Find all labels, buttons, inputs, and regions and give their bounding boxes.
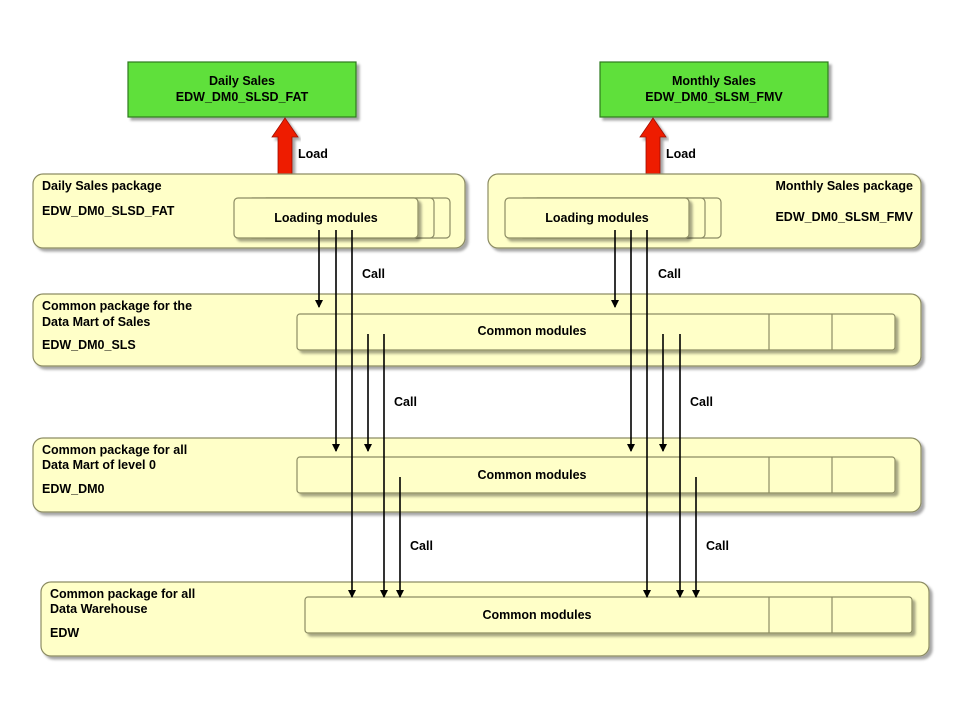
dm0-common-package: Common package for all Data Mart of leve… [32,437,922,513]
daily-package-title: Daily Sales package [42,179,162,193]
edw-common-modules: Common modules [482,608,591,622]
edw-package-code: EDW [50,626,79,640]
sales-package-code: EDW_DM0_SLS [42,338,136,352]
daily-target-name: Daily Sales [209,74,275,88]
edw-common-package: Common package for all Data Warehouse ED… [40,581,930,657]
daily-package-code: EDW_DM0_SLSD_FAT [42,204,175,218]
daily-sales-package: Daily Sales package EDW_DM0_SLSD_FAT Loa… [32,173,466,249]
daily-target-code: EDW_DM0_SLSD_FAT [176,90,309,104]
call-label: Call [362,267,385,281]
call-label: Call [690,395,713,409]
dm0-package-title-line2: Data Mart of level 0 [42,458,156,472]
dm0-package-title-line1: Common package for all [42,443,187,457]
monthly-package-title: Monthly Sales package [775,179,913,193]
monthly-sales-package: Monthly Sales package EDW_DM0_SLSM_FMV L… [487,173,922,249]
daily-loading-modules: Loading modules [274,211,378,225]
monthly-sales-target: Monthly Sales EDW_DM0_SLSM_FMV [599,61,829,118]
edw-package-title-line2: Data Warehouse [50,602,148,616]
sales-common-package: Common package for the Data Mart of Sale… [32,293,922,367]
call-label: Call [706,539,729,553]
sales-common-modules: Common modules [477,324,586,338]
monthly-package-code: EDW_DM0_SLSM_FMV [775,210,913,224]
monthly-target-name: Monthly Sales [672,74,756,88]
daily-load-label: Load [298,147,328,161]
sales-package-title-line1: Common package for the [42,299,192,313]
call-label: Call [410,539,433,553]
sales-package-title-line2: Data Mart of Sales [42,315,150,329]
call-label: Call [394,395,417,409]
call-arrows [315,230,700,598]
monthly-target-code: EDW_DM0_SLSM_FMV [645,90,783,104]
monthly-loading-modules: Loading modules [545,211,649,225]
monthly-load-label: Load [666,147,696,161]
daily-sales-target: Daily Sales EDW_DM0_SLSD_FAT [127,61,357,118]
call-label: Call [658,267,681,281]
edw-package-title-line1: Common package for all [50,587,195,601]
dm0-common-modules: Common modules [477,468,586,482]
dm0-package-code: EDW_DM0 [42,482,105,496]
